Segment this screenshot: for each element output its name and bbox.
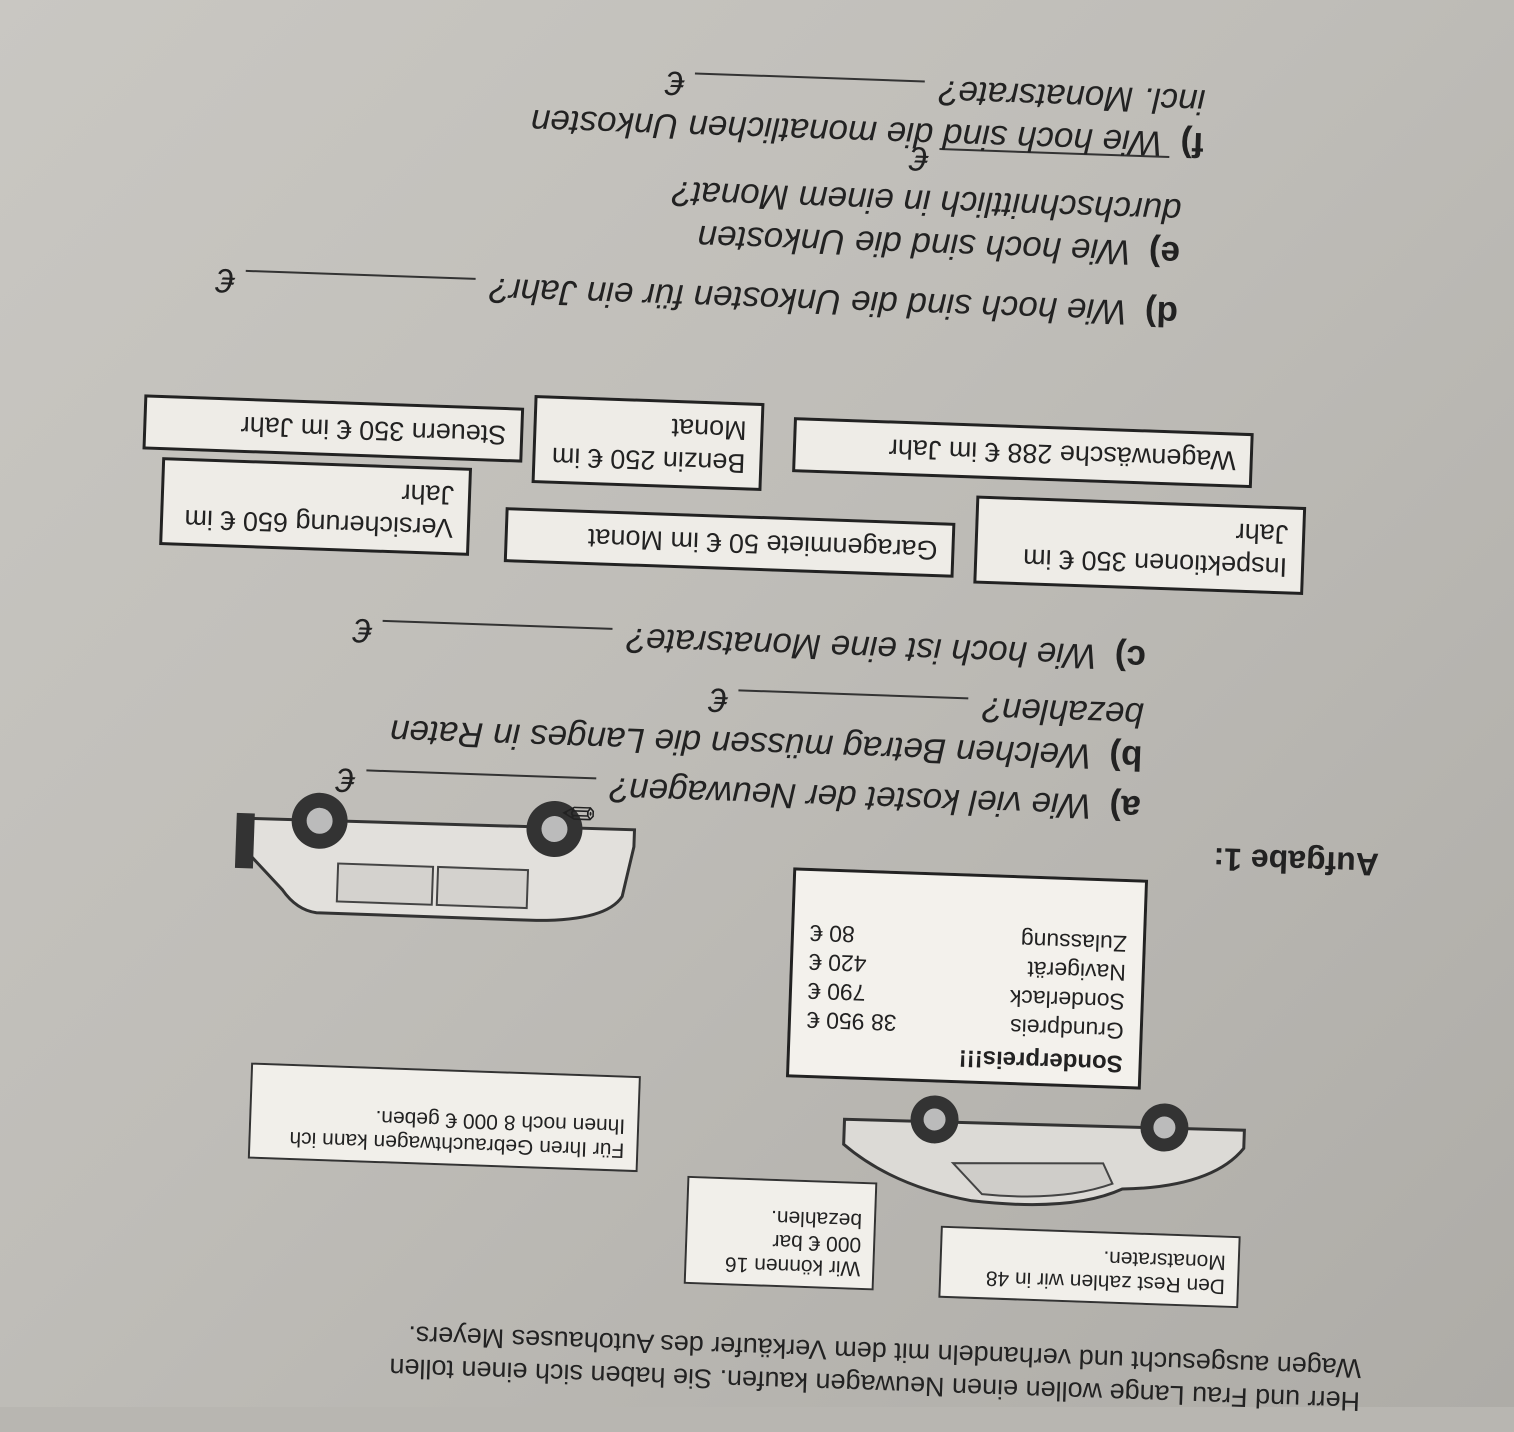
car-icon bbox=[234, 792, 637, 922]
price-label: Sonderlack bbox=[1009, 985, 1126, 1016]
cost-text: Benzin 250 € im Monat bbox=[551, 412, 748, 479]
unit-label: € bbox=[215, 260, 237, 300]
question-id: e) bbox=[1148, 233, 1181, 274]
unit-label: € bbox=[336, 760, 357, 800]
speech-bubble-customer-1: Den Rest zahlen wir in 48 Monatsraten. bbox=[938, 1225, 1241, 1309]
cost-card: Wagenwäsche 288 € im Jahr bbox=[792, 417, 1254, 489]
unit-label: € bbox=[708, 680, 730, 719]
question-text: Wie hoch sind die Unkosten durchschnittl… bbox=[671, 173, 1183, 272]
task-title: Aufgabe 1: bbox=[1212, 841, 1380, 883]
speech-bubble-seller: Für Ihren Gebrauchtwagen kann ich Ihnen … bbox=[247, 1062, 641, 1173]
question-text: Wie viel kostet der Neuwagen? bbox=[608, 769, 1093, 826]
price-label: Zulassung bbox=[1020, 927, 1128, 958]
price-value: 80 € bbox=[809, 919, 856, 948]
price-value: 790 € bbox=[807, 977, 866, 1006]
answer-blank[interactable] bbox=[381, 619, 613, 660]
cost-card: Benzin 250 € im Monat bbox=[531, 395, 765, 492]
question-text: Wie hoch sind die Unkosten für ein Jahr? bbox=[488, 270, 1128, 332]
cost-card: Inspektionen 350 € im Jahr bbox=[973, 495, 1307, 595]
price-value: 420 € bbox=[808, 948, 867, 977]
intro-text: Herr und Frau Lange wollen einen Neuwage… bbox=[360, 1317, 1362, 1418]
unit-label: € bbox=[353, 610, 374, 650]
unit-label: € bbox=[665, 63, 686, 103]
price-label: Grundpreis bbox=[1009, 1014, 1125, 1044]
question-id: f) bbox=[1179, 124, 1205, 165]
price-value: 38 950 € bbox=[806, 1006, 897, 1037]
sonderpreis-box: Sonderpreis!!! Grundpreis 38 950 € Sonder… bbox=[785, 867, 1149, 1090]
cost-card: Garagenmiete 50 € im Monat bbox=[503, 507, 956, 578]
bubble-text: Den Rest zahlen wir in 48 Monatsraten. bbox=[985, 1246, 1227, 1298]
cost-card: Steuern 350 € im Jahr bbox=[142, 394, 525, 463]
answer-blank[interactable] bbox=[244, 269, 476, 310]
sonderpreis-title: Sonderpreis!!! bbox=[958, 1044, 1124, 1077]
question-text: Wie hoch ist eine Monatsrate? bbox=[625, 620, 1098, 676]
cost-text: Inspektionen 350 € im Jahr bbox=[1022, 517, 1289, 583]
cost-text: Garagenmiete 50 € im Monat bbox=[587, 523, 938, 566]
cost-card: Versicherung 650 € im Jahr bbox=[159, 457, 473, 556]
bubble-text: Für Ihren Gebrauchtwagen kann ich Ihnen … bbox=[289, 1105, 626, 1162]
bubble-text: Wir können 16 000 € bar bezahlen. bbox=[724, 1205, 863, 1280]
question-id: b) bbox=[1108, 737, 1143, 778]
cost-text: Steuern 350 € im Jahr bbox=[240, 410, 507, 451]
question-id: c) bbox=[1114, 637, 1147, 678]
question-id: a) bbox=[1108, 787, 1142, 828]
question-id: d) bbox=[1144, 293, 1179, 334]
car-icon bbox=[842, 1095, 1246, 1207]
cost-text: Wagenwäsche 288 € im Jahr bbox=[888, 433, 1237, 476]
answer-blank[interactable] bbox=[737, 689, 969, 730]
pencil-icon: ✏ bbox=[560, 789, 596, 835]
price-label: Navigerät bbox=[1026, 956, 1127, 987]
answer-blank[interactable] bbox=[694, 72, 926, 113]
cost-text: Versicherung 650 € im Jahr bbox=[183, 478, 455, 544]
